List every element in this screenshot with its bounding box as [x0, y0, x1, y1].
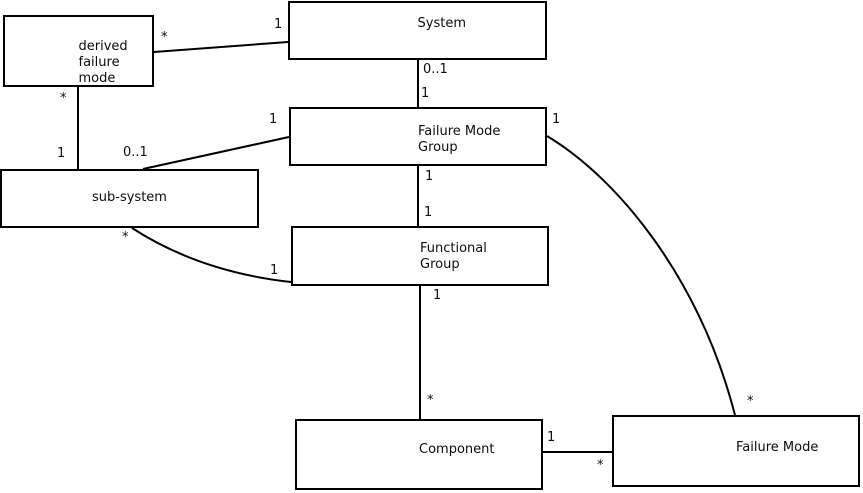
edge-derived-failure-mode-to-system: [153, 41, 289, 53]
multiplicity-fmg-functional-group-near-fmg: 1: [425, 169, 434, 184]
node-failure-mode: Failure Mode: [612, 415, 860, 487]
node-sub-system: sub-system: [0, 169, 259, 228]
node-label-line: Group: [420, 257, 460, 272]
node-label: Functional Group: [420, 241, 487, 273]
node-label-line: failure: [78, 55, 120, 70]
multiplicity-fmg-failure-mode-near-fmg: 1: [552, 112, 561, 127]
node-label: Failure Mode Group: [418, 124, 500, 156]
multiplicity-functional-group-component-near-component: *: [427, 393, 434, 408]
node-label: System: [418, 16, 466, 32]
node-label-line: sub-system: [92, 190, 167, 205]
node-label: Component: [419, 442, 494, 458]
multiplicity-system-fmg-near-system: 0..1: [423, 62, 448, 77]
node-label-line: Failure Mode: [736, 440, 819, 455]
node-label-line: System: [417, 16, 466, 31]
node-failure-mode-group: Failure Mode Group: [289, 107, 547, 166]
node-system: System: [288, 1, 547, 60]
node-label-line: Failure Mode: [418, 124, 501, 139]
multiplicity-derived-failure-mode-system-near-system: 1: [274, 17, 283, 32]
node-label-line: Component: [419, 442, 495, 457]
node-label: sub-system: [2, 190, 257, 206]
multiplicity-sub-system-functional-group-near-subsystem: *: [122, 230, 129, 245]
multiplicity-derived-failure-mode-sub-system-near-dfm: *: [60, 91, 67, 106]
multiplicity-system-fmg-near-fmg: 1: [421, 86, 430, 101]
edge-failure-mode-group-to-failure-mode: [546, 135, 736, 416]
edge-sub-system-to-functional-group: [131, 227, 292, 283]
multiplicity-fmg-sub-system-near-fmg: 1: [269, 112, 278, 127]
multiplicity-fmg-sub-system-near-subsystem: 0..1: [123, 145, 148, 160]
edge-failure-mode-group-to-sub-system: [142, 136, 290, 170]
node-label-line: Group: [418, 140, 458, 155]
multiplicity-derived-failure-mode-system-near-dfm: *: [161, 30, 168, 45]
multiplicity-sub-system-functional-group-near-fg: 1: [270, 263, 279, 278]
multiplicity-functional-group-component-near-fg: 1: [433, 288, 442, 303]
node-label-line: derived: [78, 39, 128, 54]
node-label: Failure Mode: [736, 440, 818, 456]
multiplicity-fmg-failure-mode-near-fm: *: [747, 394, 754, 409]
multiplicity-component-failure-mode-near-fm: *: [597, 458, 604, 473]
node-functional-group: Functional Group: [291, 226, 549, 286]
node-label: derived failure mode: [79, 39, 128, 87]
node-component: Component: [295, 419, 543, 490]
node-label-line: Functional: [420, 241, 487, 256]
multiplicity-derived-failure-mode-sub-system-near-subsystem: 1: [57, 146, 66, 161]
multiplicity-component-failure-mode-near-component: 1: [547, 430, 556, 445]
node-label-line: mode: [78, 71, 116, 86]
node-derived-failure-mode: derived failure mode: [3, 15, 154, 87]
multiplicity-fmg-functional-group-near-fg: 1: [424, 205, 433, 220]
